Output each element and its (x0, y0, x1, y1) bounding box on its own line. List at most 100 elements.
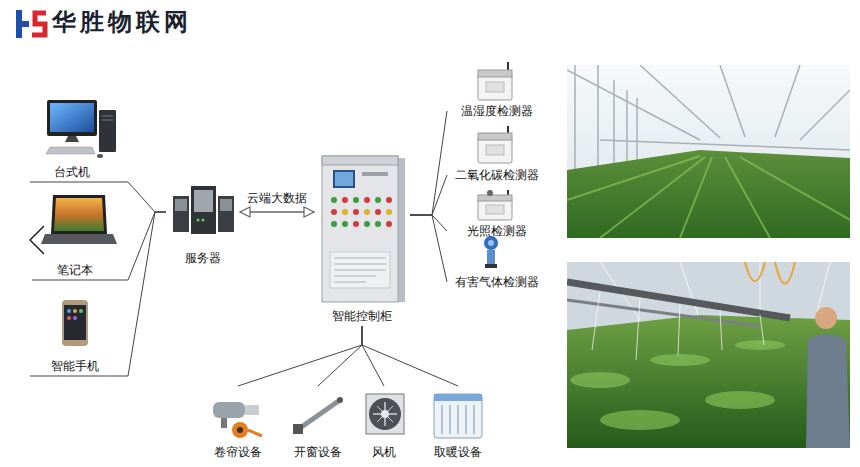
irrigation-photo (567, 262, 850, 448)
company-logo (32, 13, 46, 35)
node-label: 卷帘设备 (214, 444, 262, 462)
node-label: 二氧化碳检测器 (455, 167, 539, 185)
irrigation-photo (567, 262, 850, 448)
actuator-icon (434, 394, 482, 401)
desktop-icon (65, 136, 79, 142)
phone-icon (67, 309, 71, 313)
connector-line (410, 215, 447, 282)
irrigation-photo (678, 304, 680, 355)
control-cabinet (398, 158, 405, 302)
control-cabinet (342, 209, 348, 215)
device-node: 台式机 (30, 96, 114, 182)
brand-title: 华胜物联网 (52, 8, 192, 36)
irrigation-photo (570, 372, 630, 388)
greenhouse-photo (600, 157, 705, 238)
irrigation-photo (592, 292, 600, 350)
node-label: 服务器 (185, 250, 221, 268)
control-cabinet (334, 258, 386, 259)
control-cabinet (353, 221, 359, 227)
server-icon (202, 219, 205, 222)
laptop-icon (30, 195, 117, 254)
control-cabinet (386, 209, 392, 215)
laptop-icon (54, 198, 104, 231)
company-logo (16, 10, 29, 38)
laptop-icon (30, 226, 44, 254)
connector-line (318, 326, 362, 386)
node-label: 智能控制柜 (332, 308, 392, 326)
irrigation-photo (735, 340, 785, 350)
phone-icon (79, 309, 83, 313)
device-node: 智能手机 (30, 296, 120, 376)
greenhouse-photo (567, 65, 850, 238)
desktop-icon (47, 100, 97, 136)
control-cabinet (386, 197, 392, 203)
device-node: 笔记本 (32, 190, 118, 280)
actuator-icon (300, 400, 340, 428)
actuator-node: 风机 (359, 386, 409, 462)
node-label: 光照检测器 (467, 223, 527, 241)
control-cabinet (331, 197, 392, 227)
actuator-icon (369, 398, 401, 430)
node-label: 有害气体检测器 (455, 274, 539, 292)
sensor-icon (486, 82, 504, 92)
connector-line (240, 211, 314, 213)
irrigation-photo (775, 262, 795, 284)
actuator-icon (221, 418, 227, 428)
server-icon (218, 196, 234, 232)
control-cabinet (364, 209, 370, 215)
control-cabinet (362, 172, 388, 176)
desktop-icon (50, 103, 94, 132)
irrigation-photo (636, 298, 640, 360)
sensor-icon (486, 205, 504, 214)
greenhouse-photo (567, 156, 850, 238)
control-cabinet (322, 156, 398, 165)
edge-label: 云端大数据 (245, 190, 309, 206)
control-cabinet (333, 170, 355, 188)
irrigation-photo (806, 334, 850, 448)
irrigation-photo (570, 340, 785, 430)
greenhouse-photo (567, 156, 700, 200)
irrigation-photo (720, 310, 722, 350)
greenhouse-photo (775, 65, 800, 137)
irrigation-photo (567, 315, 850, 448)
sensor-icon (478, 133, 512, 140)
actuator-icon (293, 424, 303, 434)
server-icon (220, 199, 232, 211)
control-cabinet (322, 156, 398, 302)
server-icon (175, 199, 187, 211)
irrigation-photo (592, 292, 764, 360)
actuator-icon (377, 406, 393, 422)
control-cabinet (334, 264, 386, 265)
control-cabinet (375, 209, 381, 215)
phone-icon (67, 316, 71, 320)
node-label: 智能手机 (51, 358, 99, 376)
node-label: 笔记本 (57, 262, 93, 280)
control-cabinet (331, 197, 337, 203)
sensor-icon (488, 240, 494, 246)
irrigation-photo (705, 391, 775, 409)
desktop-icon (46, 100, 116, 158)
control-cabinet (331, 209, 337, 215)
phone-icon (64, 305, 86, 340)
sensor-icon (478, 195, 512, 201)
actuator-icon (213, 394, 482, 438)
sensor-icon (478, 70, 512, 77)
irrigation-photo (745, 262, 765, 281)
irrigation-photo (567, 282, 790, 318)
greenhouse-photo (720, 65, 745, 137)
control-cabinet (322, 156, 405, 302)
cabinet-node: 智能控制柜 (314, 150, 410, 326)
server-icon (173, 186, 234, 234)
phone-icon (62, 300, 88, 346)
actuator-icon (213, 402, 245, 418)
actuator-icon (232, 422, 248, 438)
node-label: 取暖设备 (434, 444, 482, 462)
node-label: 温湿度检测器 (461, 103, 533, 121)
node-label: 台式机 (54, 164, 90, 182)
irrigation-photo (760, 315, 764, 345)
connector-line (410, 215, 447, 231)
desktop-icon (97, 154, 103, 158)
